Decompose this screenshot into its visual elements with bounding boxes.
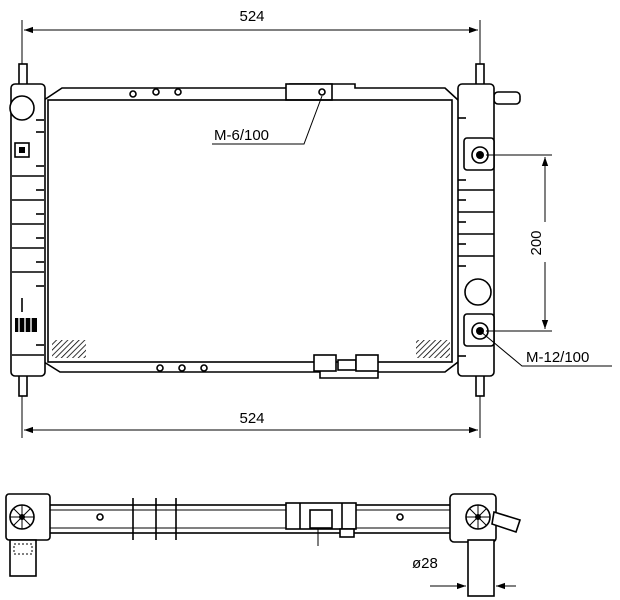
side-lower-pipe (467, 539, 495, 597)
core-hatch-left (52, 340, 86, 358)
top-width-label: 524 (239, 8, 264, 25)
radiator-side-view: ø28 (5, 493, 522, 597)
bottom-rail (43, 361, 459, 379)
side-mount-callout: M-12/100 (479, 330, 612, 367)
bottom-width-dimension: 524 (21, 396, 481, 438)
right-tank (457, 63, 521, 397)
bolt-spacing-label: 200 (528, 230, 545, 255)
top-mount-thread-label: M-6/100 (214, 127, 269, 144)
bolt-spacing-dimension: 200 (486, 154, 552, 332)
top-mount-callout: M-6/100 (212, 95, 323, 145)
top-mount-hole (318, 88, 326, 96)
radiator-front-view: M-6/100 M-12/100 200 (9, 63, 612, 397)
side-mount-thread-label: M-12/100 (526, 349, 589, 366)
core-hatch-right (416, 340, 450, 358)
side-left-end-cap (5, 493, 51, 577)
top-width-dimension: 524 (21, 6, 481, 66)
top-rail (43, 83, 459, 101)
pipe-diameter-label: ø28 (412, 555, 438, 572)
pipe-diameter-dimension: ø28 (412, 555, 516, 590)
right-outlet-pipe (493, 91, 521, 105)
left-tank (9, 63, 46, 397)
side-outlet-pipe (491, 510, 522, 534)
bottom-width-label: 524 (239, 410, 264, 427)
left-inlet-port (9, 95, 35, 121)
right-filler-port (464, 278, 492, 306)
side-right-end-cap (449, 493, 522, 597)
radiator-core (47, 99, 453, 363)
